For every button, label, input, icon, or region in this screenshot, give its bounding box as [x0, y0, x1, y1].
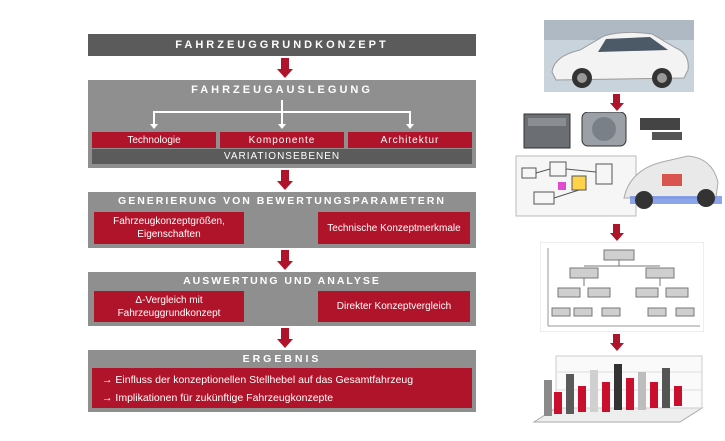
generierung-title: GENERIERUNG VON BEWERTUNGSPARAMETERN	[118, 195, 446, 207]
auswertung-right: Direkter Konzeptvergleich	[318, 291, 470, 322]
generierung-left: Fahrzeugkonzeptgrößen, Eigenschaften	[94, 212, 244, 244]
flow-arrow-3	[277, 250, 293, 270]
ergebnis-title: ERGEBNIS	[242, 353, 322, 365]
bar-chart-illustration	[532, 355, 704, 423]
auslegung-title: FAHRZEUGAUSLEGUNG	[191, 84, 373, 96]
auswertung-title: AUSWERTUNG UND ANALYSE	[183, 275, 381, 287]
tree-left	[153, 111, 155, 125]
tree-right	[409, 111, 411, 125]
header-fahrzeuggrundkonzept: FAHRZEUGGRUNDKONZEPT	[88, 34, 476, 56]
flow-arrow-1	[277, 58, 293, 78]
flow-arrow-2	[277, 170, 293, 190]
auswertung-left: Δ-Vergleich mit Fahrzeuggrundkonzept	[94, 291, 244, 322]
car-photo-illustration	[544, 20, 694, 92]
components-schematic-illustration	[515, 112, 722, 217]
item-architektur: Architektur	[348, 132, 472, 148]
tree-stem	[281, 100, 283, 112]
tree-arrowhead-left	[150, 124, 158, 129]
ergebnis-line-1: → Einfluss der konzeptionellen Stellhebe…	[102, 374, 414, 386]
variationsebenen-band: VARIATIONSEBENEN	[92, 149, 472, 164]
ergebnis-line-2: → Implikationen für zukünftige Fahrzeugk…	[102, 392, 334, 404]
tree-arrowhead-mid	[278, 124, 286, 129]
flow-arrow-4	[277, 328, 293, 348]
ergebnis-inner: → Einfluss der konzeptionellen Stellhebe…	[92, 368, 472, 408]
tree-mid	[281, 111, 283, 125]
item-technologie: Technologie	[92, 132, 216, 148]
generierung-right: Technische Konzeptmerkmale	[318, 212, 470, 244]
tree-arrowhead-right	[406, 124, 414, 129]
item-komponente: Komponente	[220, 132, 344, 148]
decision-tree-illustration	[540, 242, 704, 332]
